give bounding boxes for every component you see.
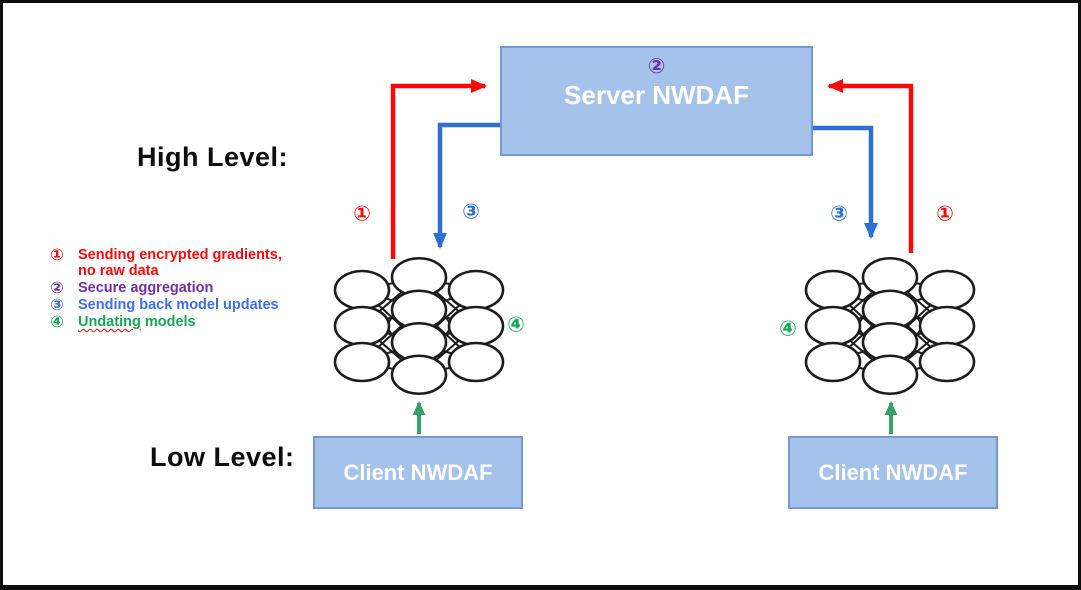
step3-label-left: ③ bbox=[462, 199, 480, 224]
high-level-label: High Level: bbox=[137, 142, 289, 172]
step3-label-right: ③ bbox=[830, 201, 848, 226]
red-arrow-right-up bbox=[827, 79, 914, 253]
step4-label-left: ④ bbox=[507, 312, 525, 337]
client-nwdaf-box-left: Client NWDAF bbox=[313, 436, 523, 509]
client-nwdaf-title: Client NWDAF bbox=[343, 459, 493, 485]
legend-item-4: ④ Undating models bbox=[47, 312, 347, 331]
legend-item-1: ① Sending encrypted gradients, no raw da… bbox=[47, 245, 347, 280]
legend-num-2: ② bbox=[50, 278, 64, 297]
step2-badge: ② bbox=[647, 55, 666, 78]
red-arrow-left-up bbox=[390, 79, 487, 259]
server-nwdaf-box: ② Server NWDAF bbox=[500, 46, 813, 156]
neural-network bbox=[804, 256, 976, 396]
step1-label-right: ① bbox=[936, 201, 954, 226]
legend-text-2: Secure aggregation bbox=[78, 280, 214, 296]
step1-label-left: ① bbox=[353, 201, 371, 226]
blue-arrow-left-down bbox=[433, 122, 500, 249]
server-nwdaf-title: Server NWDAF bbox=[564, 80, 749, 110]
client-nwdaf-title: Client NWDAF bbox=[818, 459, 968, 485]
legend-item-2: ② Secure aggregation bbox=[47, 278, 347, 297]
legend-num-1: ① bbox=[50, 245, 64, 264]
legend-text-4: Undating models bbox=[78, 314, 196, 330]
legend-num-4: ④ bbox=[50, 312, 64, 331]
legend: ① Sending encrypted gradients, no raw da… bbox=[47, 247, 347, 331]
neural-network bbox=[333, 256, 505, 396]
low-level-label: Low Level: bbox=[150, 442, 295, 472]
legend-text-1: Sending encrypted gradients, no raw data bbox=[78, 247, 282, 279]
legend-text-3: Sending back model updates bbox=[78, 297, 279, 313]
legend-item-3: ③ Sending back model updates bbox=[47, 295, 347, 314]
step4-label-right: ④ bbox=[779, 316, 797, 341]
legend-num-3: ③ bbox=[50, 295, 64, 314]
client-nwdaf-box-right: Client NWDAF bbox=[788, 436, 998, 509]
